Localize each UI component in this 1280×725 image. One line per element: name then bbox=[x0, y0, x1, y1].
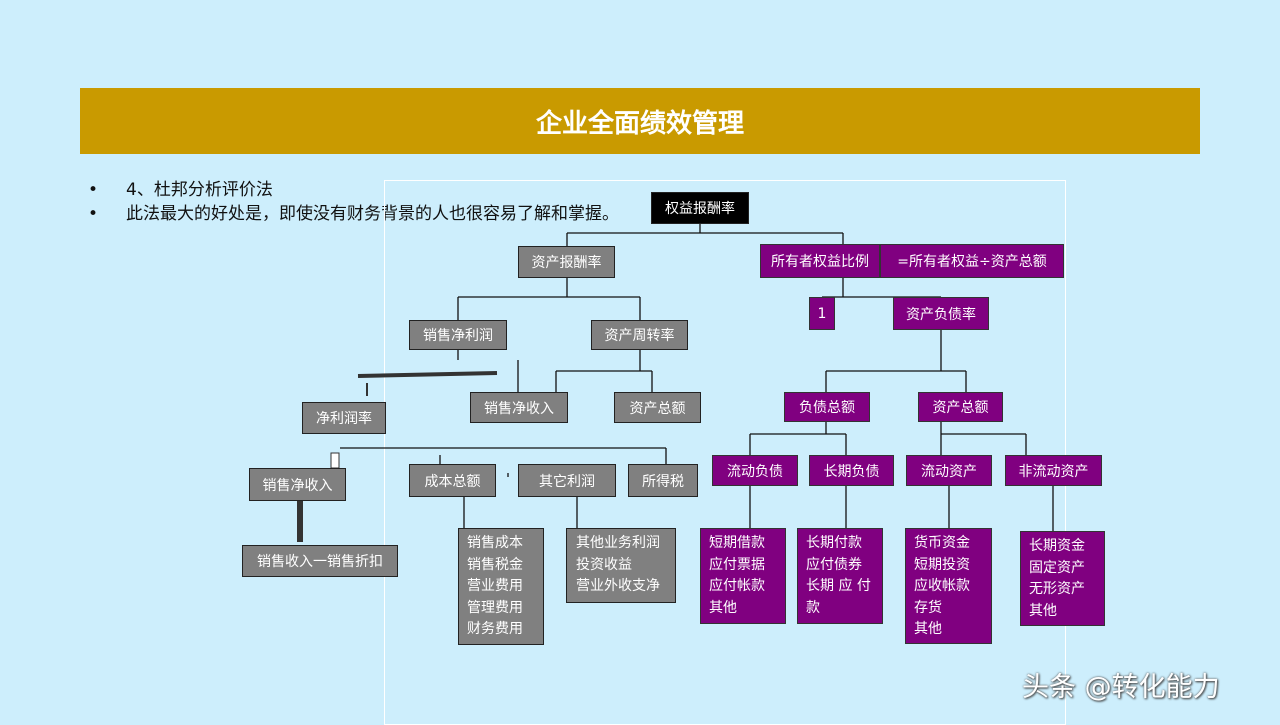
bullet-dot: • bbox=[88, 204, 99, 224]
node-equity-formula: =所有者权益÷资产总额 bbox=[880, 244, 1064, 278]
list-item: 短期借款 bbox=[709, 535, 765, 551]
list-item: 短期投资 bbox=[914, 556, 970, 573]
slide-title: 企业全面绩效管理 bbox=[80, 88, 1200, 154]
list-item: 货币资金 bbox=[914, 535, 970, 551]
list-item: 营业外收支净 bbox=[576, 578, 660, 594]
node-total-liabilities: 负债总额 bbox=[784, 392, 870, 422]
bullet-item: • 4、杜邦分析评价法 bbox=[88, 178, 648, 202]
list-item: 销售成本 bbox=[467, 535, 523, 551]
bullet-text: 4、杜邦分析评价法 bbox=[126, 180, 273, 200]
list-item: 其他业务利润 bbox=[576, 535, 660, 551]
list-item: 投资收益 bbox=[576, 556, 632, 573]
list-item: 款 bbox=[806, 599, 820, 616]
node-debt-ratio: 资产负债率 bbox=[893, 297, 989, 330]
node-current-assets: 流动资产 bbox=[906, 455, 992, 486]
list-item: 存货 bbox=[914, 599, 942, 616]
node-equity-ratio: 所有者权益比例 bbox=[760, 244, 880, 278]
node-roa: 资产报酬率 bbox=[518, 246, 615, 278]
node-total-assets-a: 资产总额 bbox=[614, 392, 701, 423]
bullet-text: 此法最大的好处是，即使没有财务背景的人也很容易了解和掌握。 bbox=[126, 204, 619, 224]
list-item: 应收帐款 bbox=[914, 578, 970, 594]
list-item: 其他 bbox=[1029, 602, 1057, 619]
node-sales-revenue-b: 销售净收入 bbox=[249, 468, 346, 501]
node-one: 1 bbox=[809, 297, 835, 330]
node-net-profit: 销售净利润 bbox=[409, 320, 507, 350]
list-item: 管理费用 bbox=[467, 599, 523, 616]
list-item: 财务费用 bbox=[467, 621, 523, 637]
node-cost-items: 销售成本 销售税金 营业费用 管理费用 财务费用 bbox=[458, 528, 544, 645]
node-asset-turnover: 资产周转率 bbox=[591, 320, 688, 350]
list-item: 应付帐款 bbox=[709, 578, 765, 594]
node-sales-revenue-a: 销售净收入 bbox=[470, 392, 568, 423]
list-item: 长期 应 付 bbox=[806, 578, 871, 594]
node-current-asset-items: 货币资金 短期投资 应收帐款 存货 其他 bbox=[905, 528, 992, 644]
node-net-margin: 净利润率 bbox=[302, 402, 386, 434]
node-current-liab-items: 短期借款 应付票据 应付帐款 其他 bbox=[700, 528, 786, 624]
node-other-profit: 其它利润 bbox=[518, 464, 616, 497]
node-current-liab: 流动负债 bbox=[712, 455, 798, 486]
list-item: 销售税金 bbox=[467, 556, 523, 573]
list-item: 应付债券 bbox=[806, 556, 862, 573]
list-item: 其他 bbox=[914, 621, 942, 637]
bullet-dot: • bbox=[88, 180, 99, 200]
node-noncurrent-asset-items: 长期资金 固定资产 无形资产 其他 bbox=[1020, 531, 1105, 626]
list-item: 固定资产 bbox=[1029, 559, 1085, 576]
node-longterm-liab-items: 长期付款 应付债券 长期 应 付 款 bbox=[797, 528, 883, 624]
node-income-tax: 所得税 bbox=[628, 464, 698, 497]
list-item: 其他 bbox=[709, 599, 737, 616]
list-item: 无形资产 bbox=[1029, 581, 1085, 597]
bullet-item: • 此法最大的好处是，即使没有财务背景的人也很容易了解和掌握。 bbox=[88, 202, 648, 226]
list-item: 应付票据 bbox=[709, 556, 765, 573]
bullet-list: • 4、杜邦分析评价法 • 此法最大的好处是，即使没有财务背景的人也很容易了解和… bbox=[88, 178, 648, 226]
node-total-cost: 成本总额 bbox=[409, 464, 496, 497]
node-sales-minus-discount: 销售收入一销售折扣 bbox=[242, 545, 398, 577]
node-total-assets-b: 资产总额 bbox=[918, 392, 1003, 422]
list-item: 营业费用 bbox=[467, 578, 523, 594]
node-other-items: 其他业务利润 投资收益 营业外收支净 bbox=[566, 528, 676, 603]
watermark: 头条 @转化能力 bbox=[1022, 672, 1220, 703]
node-noncurrent-assets: 非流动资产 bbox=[1005, 455, 1102, 486]
list-item: 长期付款 bbox=[806, 535, 862, 551]
list-item: 长期资金 bbox=[1029, 538, 1085, 554]
node-roe: 权益报酬率 bbox=[651, 192, 749, 224]
node-longterm-liab: 长期负债 bbox=[809, 455, 894, 486]
